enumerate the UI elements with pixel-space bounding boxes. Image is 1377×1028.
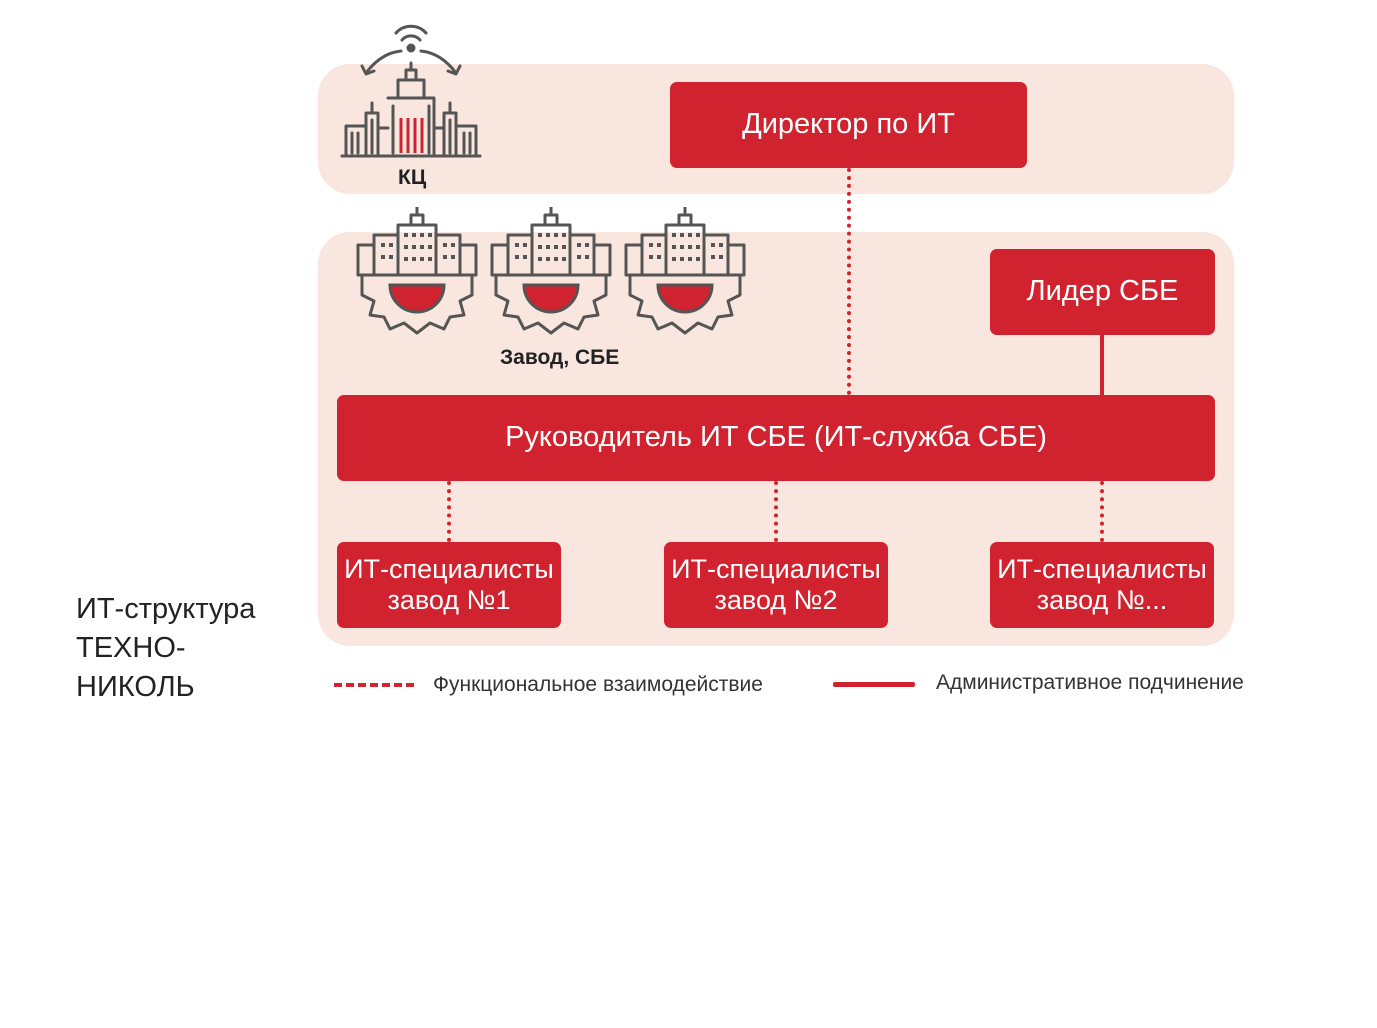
specialists-label: ИТ-специалисты [344,553,554,584]
diagram-title: ИТ-структура ТЕХНО- НИКОЛЬ [76,590,255,707]
it-specialists-plant1-node[interactable]: ИТ-специалисты завод №1 [337,542,561,628]
bu-leader-label: Лидер СБЕ [1026,275,1179,308]
it-director-label: Директор по ИТ [742,108,955,141]
it-specialists-plant2-node[interactable]: ИТ-специалисты завод №2 [664,542,888,628]
plant-icon [356,207,478,335]
legend-functional-label: Функциональное взаимодействие [433,673,763,696]
it-specialists-plant3-node[interactable]: ИТ-специалисты завод №... [990,542,1214,628]
bu-it-head-label: Руководитель ИТ СБЕ (ИТ-служба СБЕ) [505,421,1047,454]
plant-number-label: завод №... [1036,585,1168,615]
head-to-plant3-connector [1100,481,1104,542]
director-to-head-connector [847,168,851,395]
legend-administrative-label: Административное подчинение [936,671,1244,694]
plant-number-label: завод №2 [714,585,838,615]
headquarters-building-icon [340,24,482,158]
bu-leader-node[interactable]: Лидер СБЕ [990,249,1215,335]
plant-icon [490,207,612,335]
it-director-node[interactable]: Директор по ИТ [670,82,1027,168]
head-to-plant1-connector [447,481,451,542]
plant-label: Завод, СБЕ [500,346,620,369]
legend-dotted-line-icon [334,683,414,687]
head-to-plant2-connector [774,481,778,542]
title-line: НИКОЛЬ [76,671,195,703]
title-line: ТЕХНО- [76,632,186,664]
title-line: ИТ-структура [76,593,256,625]
specialists-label: ИТ-специалисты [997,553,1207,584]
specialists-label: ИТ-специалисты [671,553,881,584]
legend-solid-line-icon [833,682,915,687]
plant-icon [624,207,746,335]
plant-number-label: завод №1 [387,585,511,615]
bu-it-head-node[interactable]: Руководитель ИТ СБЕ (ИТ-служба СБЕ) [337,395,1215,481]
leader-to-head-connector [1100,335,1104,395]
headquarters-label: КЦ [398,166,427,189]
